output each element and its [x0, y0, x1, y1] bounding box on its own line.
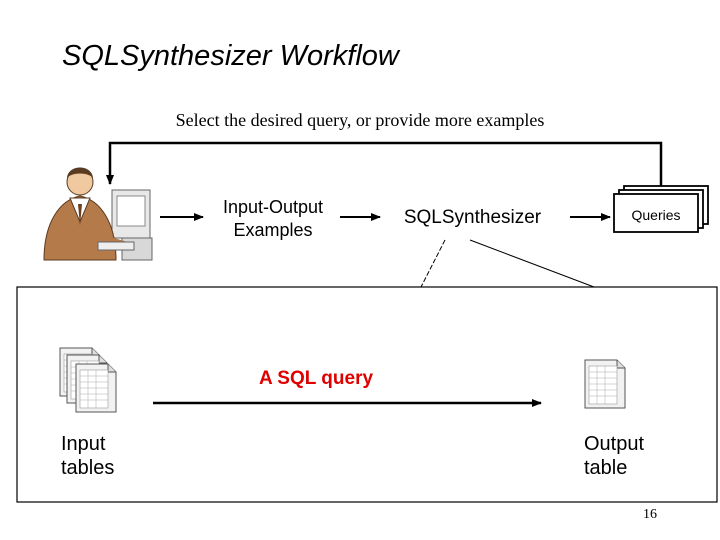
queries-label: Queries	[631, 207, 681, 223]
synthesizer-label: SQLSynthesizer	[403, 207, 542, 228]
slide-title: SQLSynthesizer Workflow	[62, 40, 399, 72]
feedback-loop-arrow	[106, 141, 663, 188]
sql-query-label: A SQL query	[259, 368, 374, 389]
feedback-label: Select the desired query, or provide mor…	[175, 110, 545, 130]
person-at-computer-icon	[43, 167, 153, 261]
zoom-line-left	[420, 239, 446, 288]
spreadsheet-icon	[584, 359, 626, 409]
output-table-label: Output table	[584, 433, 645, 479]
page-number: 16	[643, 507, 657, 522]
input-tables-label: Input tables	[61, 433, 115, 479]
queries-stack	[613, 185, 709, 233]
io-examples-label: Input-Output Examples	[222, 197, 324, 240]
zoom-line-right	[469, 239, 595, 288]
